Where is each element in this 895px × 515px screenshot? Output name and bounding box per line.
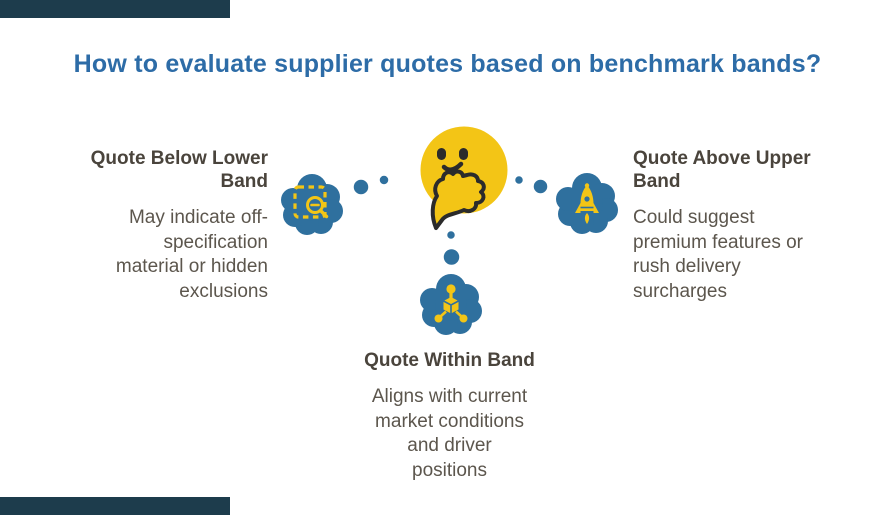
block-quote-within-band: Quote Within Band Aligns with current ma… bbox=[352, 349, 547, 483]
thought-dot bbox=[444, 228, 458, 242]
block-quote-below-lower-band: Quote Below Lower Band May indicate off-… bbox=[73, 147, 268, 304]
thought-cloud-left bbox=[281, 174, 343, 235]
block-quote-below-title: Quote Below Lower Band bbox=[90, 148, 268, 192]
emoji-right-eye bbox=[459, 148, 468, 160]
block-quote-within-body: Aligns with current market conditions an… bbox=[371, 386, 528, 481]
thought-dot bbox=[531, 177, 550, 196]
rocket-icon bbox=[575, 183, 599, 224]
thought-cloud-bottom bbox=[420, 274, 482, 335]
thought-dots bbox=[351, 173, 550, 268]
block-quote-above-title: Quote Above Upper Band bbox=[633, 148, 811, 192]
corner-bar-top-left bbox=[0, 0, 230, 18]
thought-dot bbox=[351, 177, 371, 197]
thought-dot bbox=[377, 173, 391, 187]
thought-dot bbox=[512, 173, 526, 187]
block-quote-above-body: Could suggest premium features or rush d… bbox=[633, 207, 804, 302]
block-quote-within-title: Quote Within Band bbox=[364, 350, 535, 371]
block-quote-below-body: May indicate off-specification material … bbox=[115, 207, 268, 302]
thought-dot bbox=[441, 246, 462, 268]
thinking-face-emoji bbox=[420, 126, 508, 230]
emoji-thinking-hand bbox=[430, 169, 486, 230]
zoom-inspect-icon bbox=[293, 185, 329, 219]
page-title: How to evaluate supplier quotes based on… bbox=[73, 50, 822, 78]
emoji-left-eye bbox=[437, 148, 446, 160]
emoji-mouth bbox=[441, 161, 464, 173]
block-quote-above-upper-band: Quote Above Upper Band Could suggest pre… bbox=[633, 147, 828, 304]
corner-bar-bottom-left bbox=[0, 497, 230, 515]
cube-network-icon bbox=[434, 284, 468, 323]
thought-cloud-right bbox=[556, 173, 618, 234]
thought-bubble-scene bbox=[270, 126, 630, 345]
